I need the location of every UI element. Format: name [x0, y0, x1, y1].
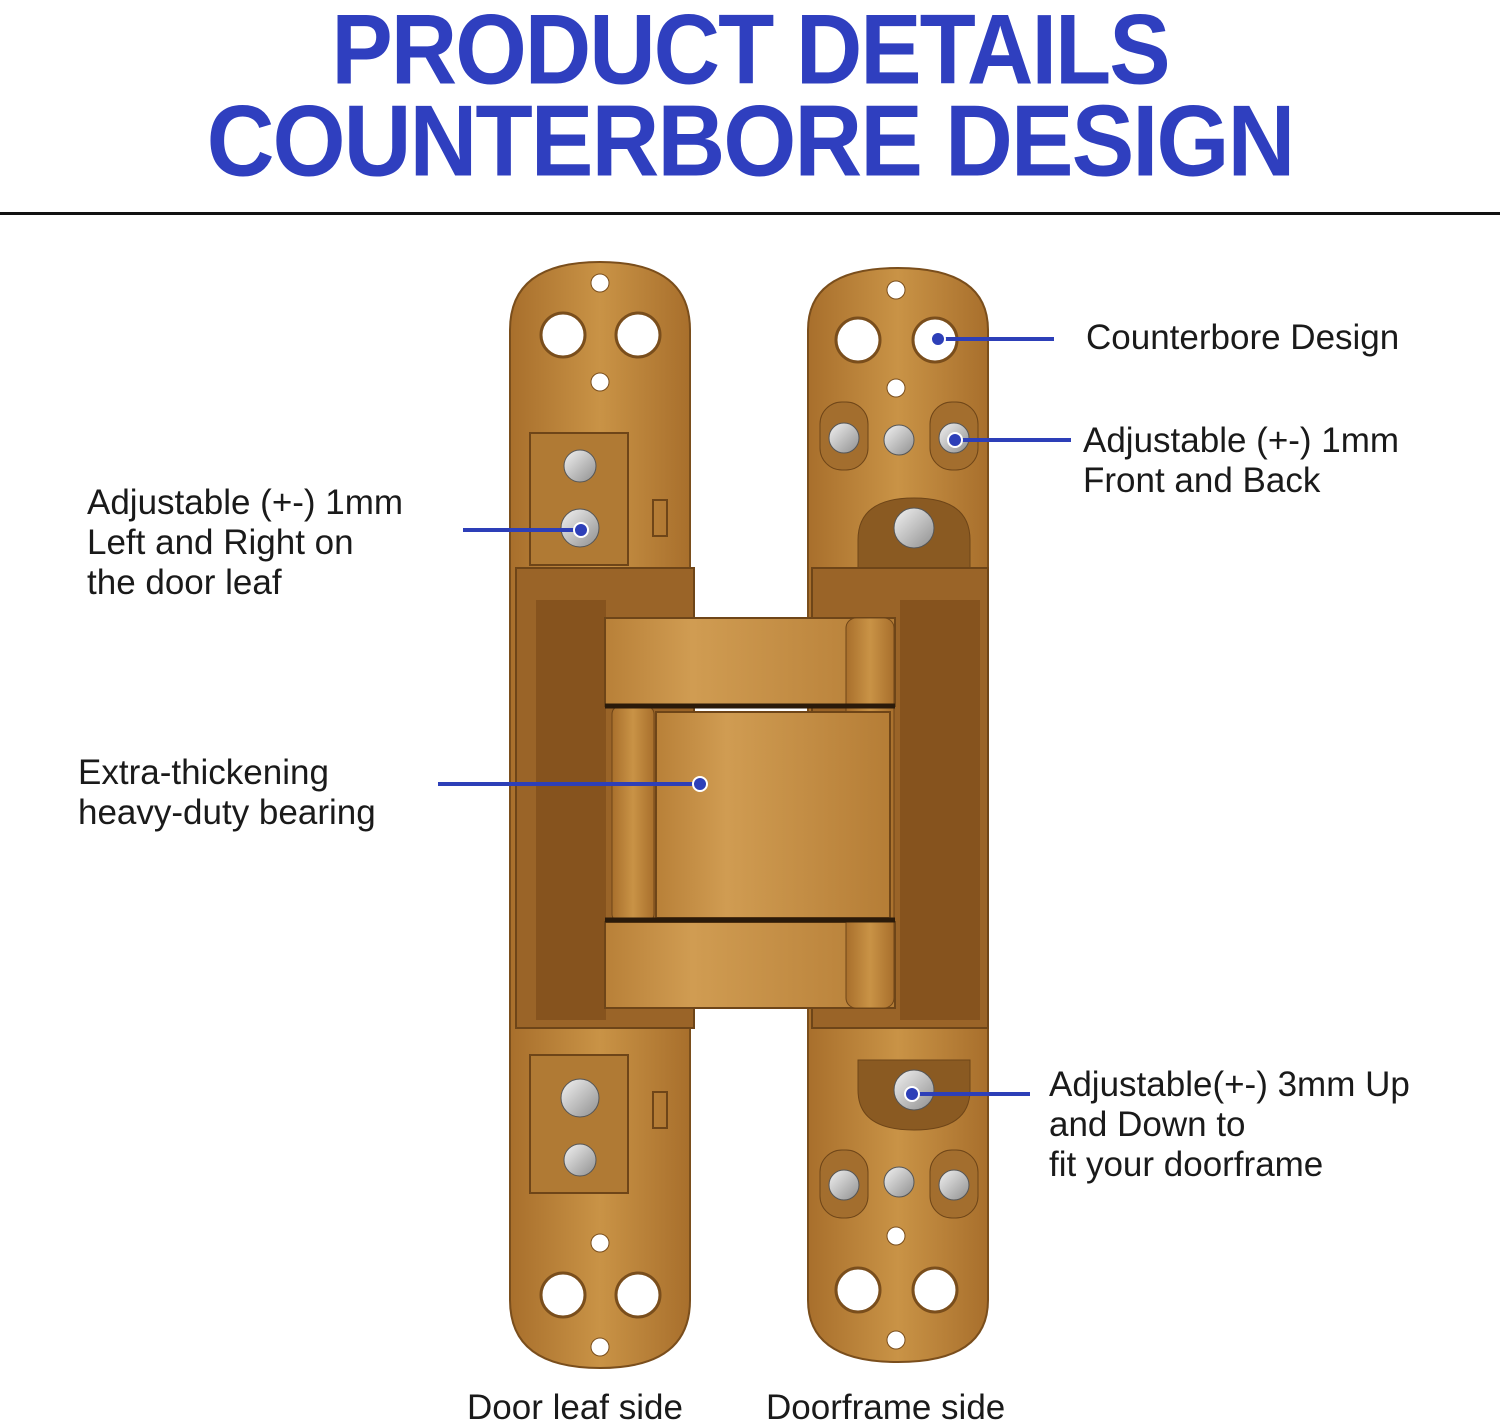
label-text: Adjustable (+-) 1mm: [87, 483, 404, 522]
label-front-back: Adjustable (+-) 1mm Front and Back: [1083, 421, 1399, 501]
header-divider: [0, 212, 1500, 215]
caption-doorframe-side: Doorframe side: [766, 1388, 1006, 1427]
label-text: the door leaf: [87, 563, 282, 602]
label-text: Counterbore Design: [1086, 318, 1400, 357]
callout-line-counterbore: [938, 337, 1054, 341]
title-line-2: COUNTERBORE DESIGN: [206, 83, 1296, 198]
label-text: Left and Right on: [87, 523, 354, 562]
callout-dot-front-back: [947, 432, 963, 448]
callout-dot-bearing: [692, 776, 708, 792]
callout-line-bearing: [438, 782, 700, 786]
label-up-down: Adjustable(+-) 3mm Up and Down to fit yo…: [1049, 1065, 1410, 1185]
title-line-1: PRODUCT DETAILS: [331, 0, 1170, 106]
label-text: Front and Back: [1083, 461, 1321, 500]
callout-line-front-back: [955, 438, 1071, 442]
callout-dot-left-right: [573, 522, 589, 538]
label-text: Adjustable (+-) 1mm: [1083, 421, 1400, 460]
caption-door-leaf-side: Door leaf side: [467, 1388, 683, 1427]
label-left-right: Adjustable (+-) 1mm Left and Right on th…: [87, 483, 403, 603]
label-text: heavy-duty bearing: [78, 793, 376, 832]
label-counterbore-design: Counterbore Design: [1086, 318, 1399, 358]
callout-line-up-down: [912, 1092, 1030, 1096]
door-leaf-plate: [509, 260, 695, 1370]
callout-line-left-right: [463, 528, 581, 532]
callout-dot-counterbore: [930, 331, 946, 347]
bearing-assembly: [604, 617, 896, 1009]
label-text: fit your doorframe: [1049, 1145, 1324, 1184]
label-bearing: Extra-thickening heavy-duty bearing: [78, 753, 376, 833]
callout-dot-up-down: [904, 1086, 920, 1102]
doorframe-plate: [807, 266, 989, 1364]
label-text: Extra-thickening: [78, 753, 329, 792]
label-text: Adjustable(+-) 3mm Up: [1049, 1065, 1410, 1104]
label-text: and Down to: [1049, 1105, 1246, 1144]
